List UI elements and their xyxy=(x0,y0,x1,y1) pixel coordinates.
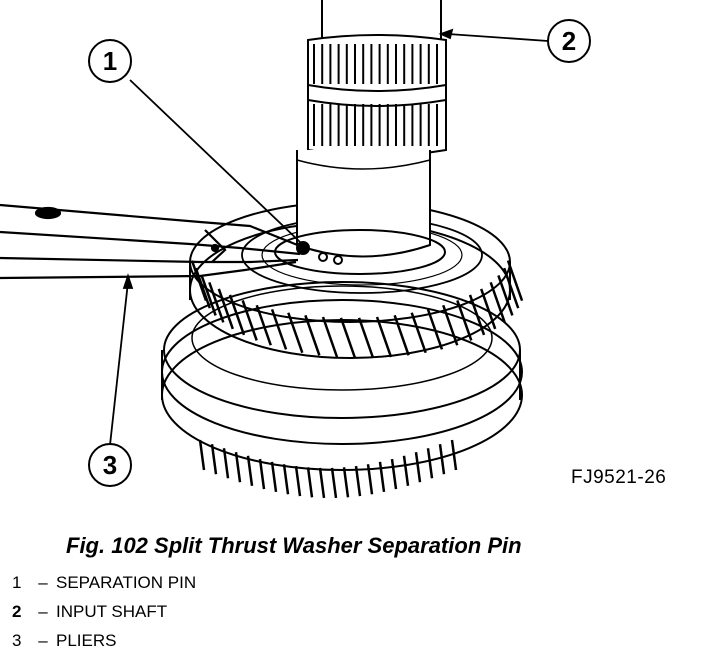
leader-1 xyxy=(129,79,301,243)
callout-1-circle xyxy=(88,39,132,83)
pliers xyxy=(0,203,301,280)
legend-separator: – xyxy=(38,631,48,650)
figure-code: FJ9521-26 xyxy=(571,467,667,488)
legend-number: 3 xyxy=(12,631,22,650)
leader-2 xyxy=(447,33,549,42)
technical-illustration: 1 2 3 xyxy=(0,0,591,499)
figure-caption: Fig. 102 Split Thrust Washer Separation … xyxy=(66,533,522,558)
legend-number: 2 xyxy=(12,602,22,621)
callout-1-number: 1 xyxy=(103,46,117,76)
legend-label: SEPARATION PIN xyxy=(56,573,197,592)
legend-item: 3–PLIERS xyxy=(12,626,196,655)
callout-3-circle xyxy=(88,443,132,487)
legend-number: 1 xyxy=(12,573,22,592)
callout-circles xyxy=(88,19,591,487)
legend-label: PLIERS xyxy=(56,631,117,650)
legend-list: 1–SEPARATION PIN 2–INPUT SHAFT 3–PLIERS xyxy=(12,568,196,655)
synchro-ring-assembly xyxy=(161,281,523,499)
callout-2-circle xyxy=(547,19,591,63)
legend-separator: – xyxy=(38,602,48,621)
legend-item: 1–SEPARATION PIN xyxy=(12,568,196,597)
callout-3-number: 3 xyxy=(103,450,117,480)
input-shaft xyxy=(296,0,447,258)
legend-label: INPUT SHAFT xyxy=(56,602,168,621)
leader-lines xyxy=(109,28,549,446)
legend-item: 2–INPUT SHAFT xyxy=(12,597,196,626)
callout-2-number: 2 xyxy=(562,26,576,56)
legend-separator: – xyxy=(38,573,48,592)
leader-3 xyxy=(109,281,129,446)
